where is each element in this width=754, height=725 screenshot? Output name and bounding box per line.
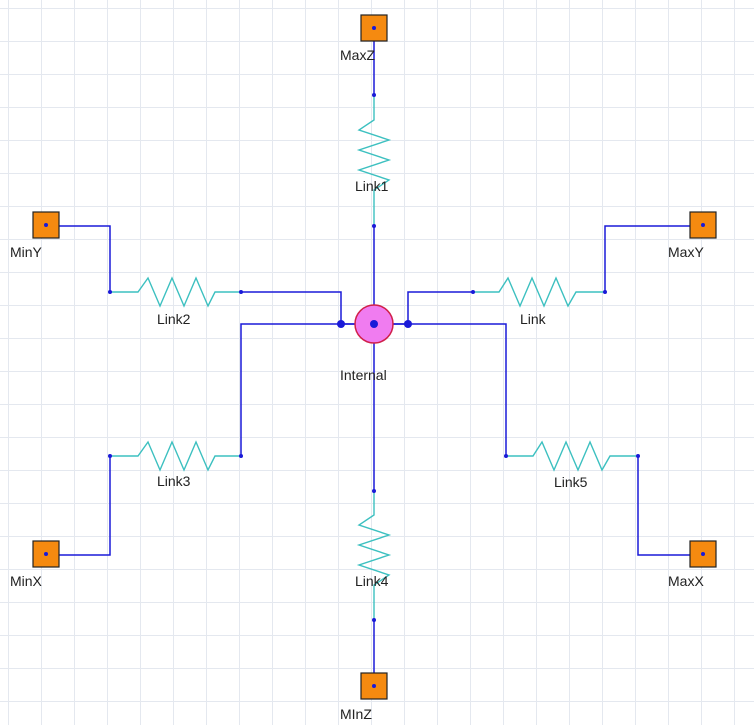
label-max-z: MaxZ [340, 47, 375, 63]
label-min-y: MinY [10, 244, 43, 260]
label-link: Link [520, 311, 547, 327]
port-max-x[interactable] [689, 540, 717, 568]
link1-spring[interactable] [356, 95, 392, 226]
link2-spring[interactable] [110, 276, 241, 308]
label-internal: Internal [340, 367, 387, 383]
wire-minx-link3 [48, 323, 374, 556]
label-min-z: MInZ [340, 706, 372, 722]
internal-node[interactable] [354, 304, 394, 344]
wire-maxx-link5 [374, 323, 703, 556]
label-min-x: MinX [10, 573, 43, 589]
label-max-y: MaxY [668, 244, 704, 260]
label-max-x: MaxX [668, 573, 704, 589]
port-min-y[interactable] [32, 211, 60, 239]
link5-spring[interactable] [506, 440, 638, 472]
link3-spring[interactable] [110, 440, 241, 472]
label-link2: Link2 [157, 311, 191, 327]
port-min-x[interactable] [32, 540, 60, 568]
junction-dots [108, 93, 640, 622]
label-link3: Link3 [157, 473, 191, 489]
wire-miny-link2 [48, 225, 374, 325]
port-max-y[interactable] [689, 211, 717, 239]
label-link4: Link4 [355, 573, 389, 589]
wire-maxy-link [374, 225, 703, 325]
label-link5: Link5 [554, 474, 588, 490]
port-min-z[interactable] [360, 672, 388, 700]
link4-spring[interactable] [356, 491, 392, 620]
label-link1: Link1 [355, 178, 389, 194]
port-max-z[interactable] [360, 14, 388, 42]
link-spring[interactable] [473, 276, 605, 308]
